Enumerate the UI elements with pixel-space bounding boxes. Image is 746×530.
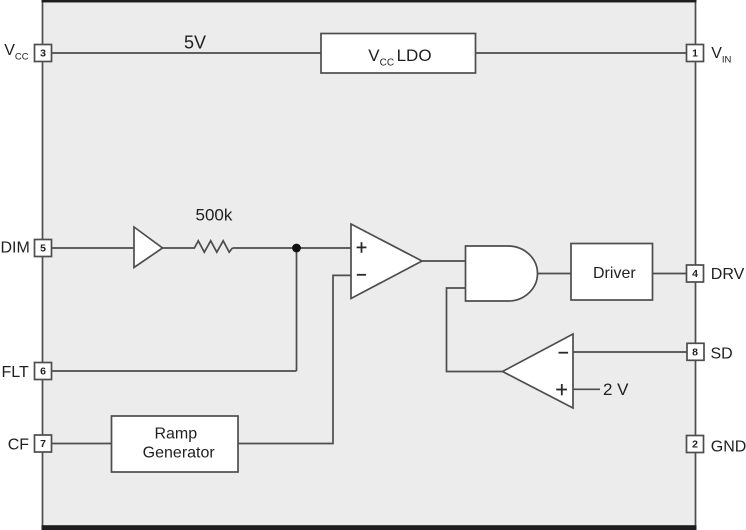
svg-text:6: 6 — [40, 366, 46, 378]
svg-text:Ramp: Ramp — [154, 426, 197, 443]
svg-text:7: 7 — [40, 438, 46, 450]
svg-text:5: 5 — [40, 243, 46, 255]
svg-text:1: 1 — [692, 48, 698, 60]
svg-text:4: 4 — [692, 268, 698, 280]
svg-text:DIM: DIM — [1, 240, 30, 257]
svg-text:2: 2 — [692, 439, 698, 451]
svg-text:DRV: DRV — [711, 266, 745, 283]
svg-text:CF: CF — [8, 437, 30, 454]
svg-text:500k: 500k — [196, 206, 233, 225]
svg-text:3: 3 — [40, 48, 46, 60]
svg-text:FLT: FLT — [2, 364, 29, 381]
svg-text:5V: 5V — [184, 33, 206, 53]
svg-text:2 V: 2 V — [603, 380, 629, 399]
svg-text:VCC: VCC — [4, 42, 29, 62]
svg-text:GND: GND — [711, 439, 746, 456]
svg-text:Generator: Generator — [143, 445, 216, 462]
svg-text:SD: SD — [711, 346, 733, 363]
svg-text:VIN: VIN — [711, 45, 731, 65]
svg-text:Driver: Driver — [593, 265, 636, 282]
svg-text:8: 8 — [692, 347, 698, 359]
